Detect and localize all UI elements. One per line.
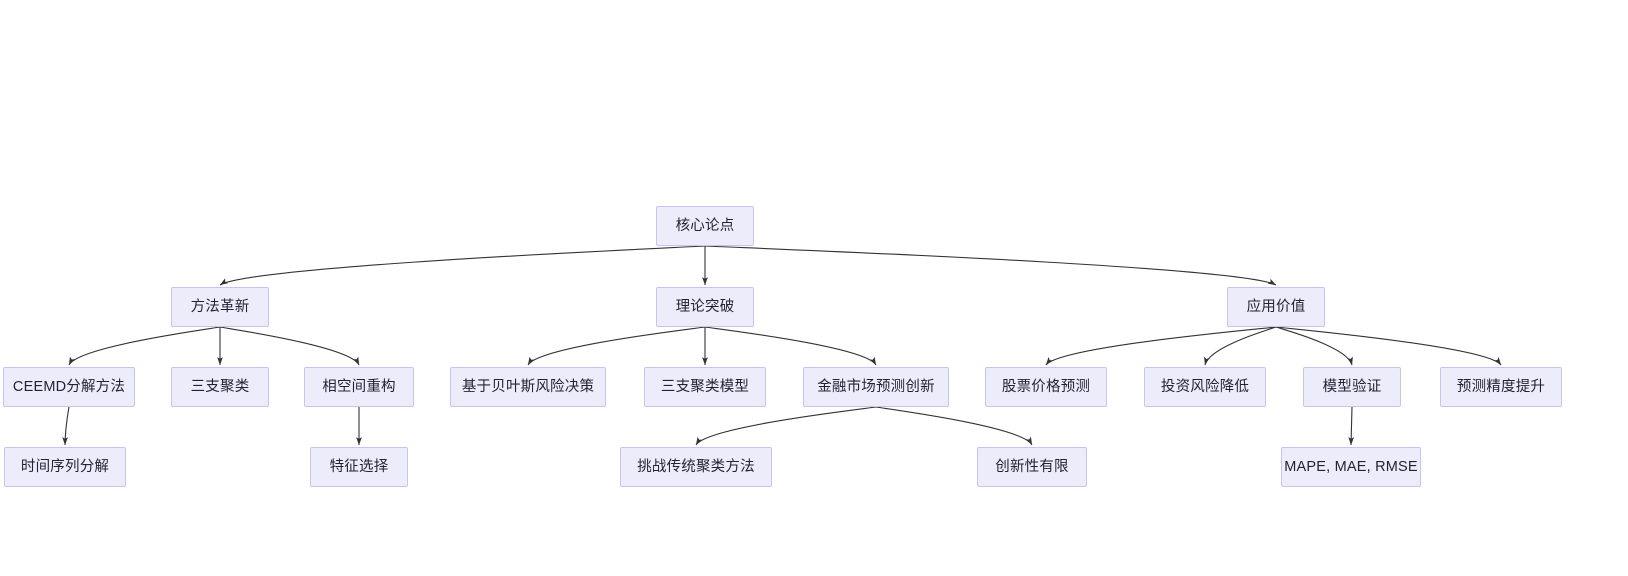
flowchart-node-l2a[interactable]: 方法革新 <box>171 287 269 327</box>
flowchart-node-l4e[interactable]: MAPE, MAE, RMSE <box>1281 447 1421 487</box>
node-label: 应用价值 <box>1246 298 1306 315</box>
edge-paths <box>62 245 1502 446</box>
flowchart-edge-l3a-to-l4a <box>62 406 70 446</box>
node-label: 预测精度提升 <box>1456 378 1546 395</box>
flowchart-edge-l2c-to-l3j <box>1275 326 1502 366</box>
flowchart-node-l4c[interactable]: 挑战传统聚类方法 <box>620 447 772 487</box>
node-label: 时间序列分解 <box>20 458 110 475</box>
node-label: 模型验证 <box>1322 378 1382 395</box>
node-label: 三支聚类 <box>190 378 250 395</box>
node-label: 创新性有限 <box>995 458 1069 475</box>
node-label: 相空间重构 <box>322 378 396 395</box>
flowchart-edge-l3i-to-l4e <box>1348 406 1355 446</box>
node-label: 方法革新 <box>190 298 250 315</box>
node-label: 核心论点 <box>675 217 735 234</box>
flowchart-node-l3b[interactable]: 三支聚类 <box>171 367 269 407</box>
flowchart-edge-root-to-l2c <box>704 245 1277 286</box>
flowchart-node-root[interactable]: 核心论点 <box>656 206 754 246</box>
flowchart-node-l3c[interactable]: 相空间重构 <box>304 367 414 407</box>
node-label: CEEMD分解方法 <box>12 378 126 395</box>
node-label: 三支聚类模型 <box>660 378 750 395</box>
node-label: 金融市场预测创新 <box>817 378 935 395</box>
flowchart-node-l3g[interactable]: 股票价格预测 <box>985 367 1107 407</box>
node-label: 股票价格预测 <box>1001 378 1091 395</box>
flowchart-edge-root-to-l2a <box>219 245 706 286</box>
flowchart-edge-l2b-to-l3f <box>704 326 877 366</box>
flowchart-edge-l3f-to-l4d <box>875 406 1033 446</box>
node-label: MAPE, MAE, RMSE <box>1284 458 1418 475</box>
flowchart-node-l3d[interactable]: 基于贝叶斯风险决策 <box>450 367 606 407</box>
flowchart-node-l3j[interactable]: 预测精度提升 <box>1440 367 1562 407</box>
node-label: 基于贝叶斯风险决策 <box>461 378 595 395</box>
flowchart-node-l3a[interactable]: CEEMD分解方法 <box>3 367 135 407</box>
flowchart-node-l4b[interactable]: 特征选择 <box>310 447 408 487</box>
flowchart-node-l3i[interactable]: 模型验证 <box>1303 367 1401 407</box>
flowchart-node-l3h[interactable]: 投资风险降低 <box>1144 367 1266 407</box>
flowchart-edge-l2c-to-l3h <box>1204 326 1277 366</box>
node-label: 特征选择 <box>329 458 389 475</box>
flowchart-node-l4a[interactable]: 时间序列分解 <box>4 447 126 487</box>
node-label: 挑战传统聚类方法 <box>637 458 755 475</box>
flowchart-edge-l2c-to-l3g <box>1045 326 1277 366</box>
flowchart-node-l2b[interactable]: 理论突破 <box>656 287 754 327</box>
flowchart-node-l3f[interactable]: 金融市场预测创新 <box>803 367 949 407</box>
node-label: 理论突破 <box>675 298 735 315</box>
flowchart-edge-l2a-to-l3c <box>219 326 360 366</box>
flowchart-edge-l3f-to-l4c <box>695 406 877 446</box>
flowchart-edge-l2a-to-l3a <box>68 326 221 366</box>
flowchart-edge-l2c-to-l3i <box>1275 326 1353 366</box>
flowchart-node-l4d[interactable]: 创新性有限 <box>977 447 1087 487</box>
node-label: 投资风险降低 <box>1160 378 1250 395</box>
flowchart-node-l3e[interactable]: 三支聚类模型 <box>644 367 766 407</box>
flowchart-edge-l2b-to-l3d <box>527 326 706 366</box>
flowchart-node-l2c[interactable]: 应用价值 <box>1227 287 1325 327</box>
